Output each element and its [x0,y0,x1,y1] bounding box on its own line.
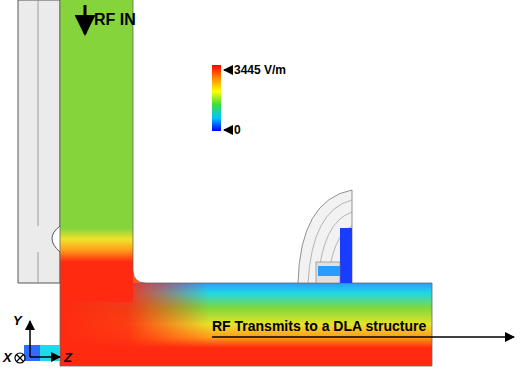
scale-max: 3445 V/m [234,64,286,76]
axis-label: X [3,351,12,364]
coupler-dome [298,190,352,283]
rf-in-arrow [84,5,87,34]
port-label: RF IN [94,12,136,28]
color-bar [212,65,221,131]
grey-wall [18,0,60,283]
waveguide-outline [60,0,432,366]
x-axis-symbol [17,355,24,362]
vertical-waveguide [60,0,133,290]
axis-label: Z [64,351,72,364]
dome-line [308,200,352,283]
coupler-field [318,266,340,276]
x-axis-symbol [15,353,25,363]
dome-line [318,212,352,283]
z-axis [30,356,60,358]
wall-notch [52,226,60,252]
colorbar-pointer [224,129,232,131]
wall-line [38,252,39,283]
flow-label: RF Transmits to a DLA structure [212,319,426,333]
wall-line [38,0,39,226]
coupler-field [340,228,352,283]
transmit-arrow [212,336,514,338]
scale-min: 0 [234,124,241,136]
fillet [133,270,146,283]
port-region [40,345,60,361]
y-axis [29,321,31,357]
axis-label: Y [13,314,22,327]
colorbar-pointer [224,69,232,71]
coupler-stub [316,262,340,283]
field-hotspot [60,262,133,302]
